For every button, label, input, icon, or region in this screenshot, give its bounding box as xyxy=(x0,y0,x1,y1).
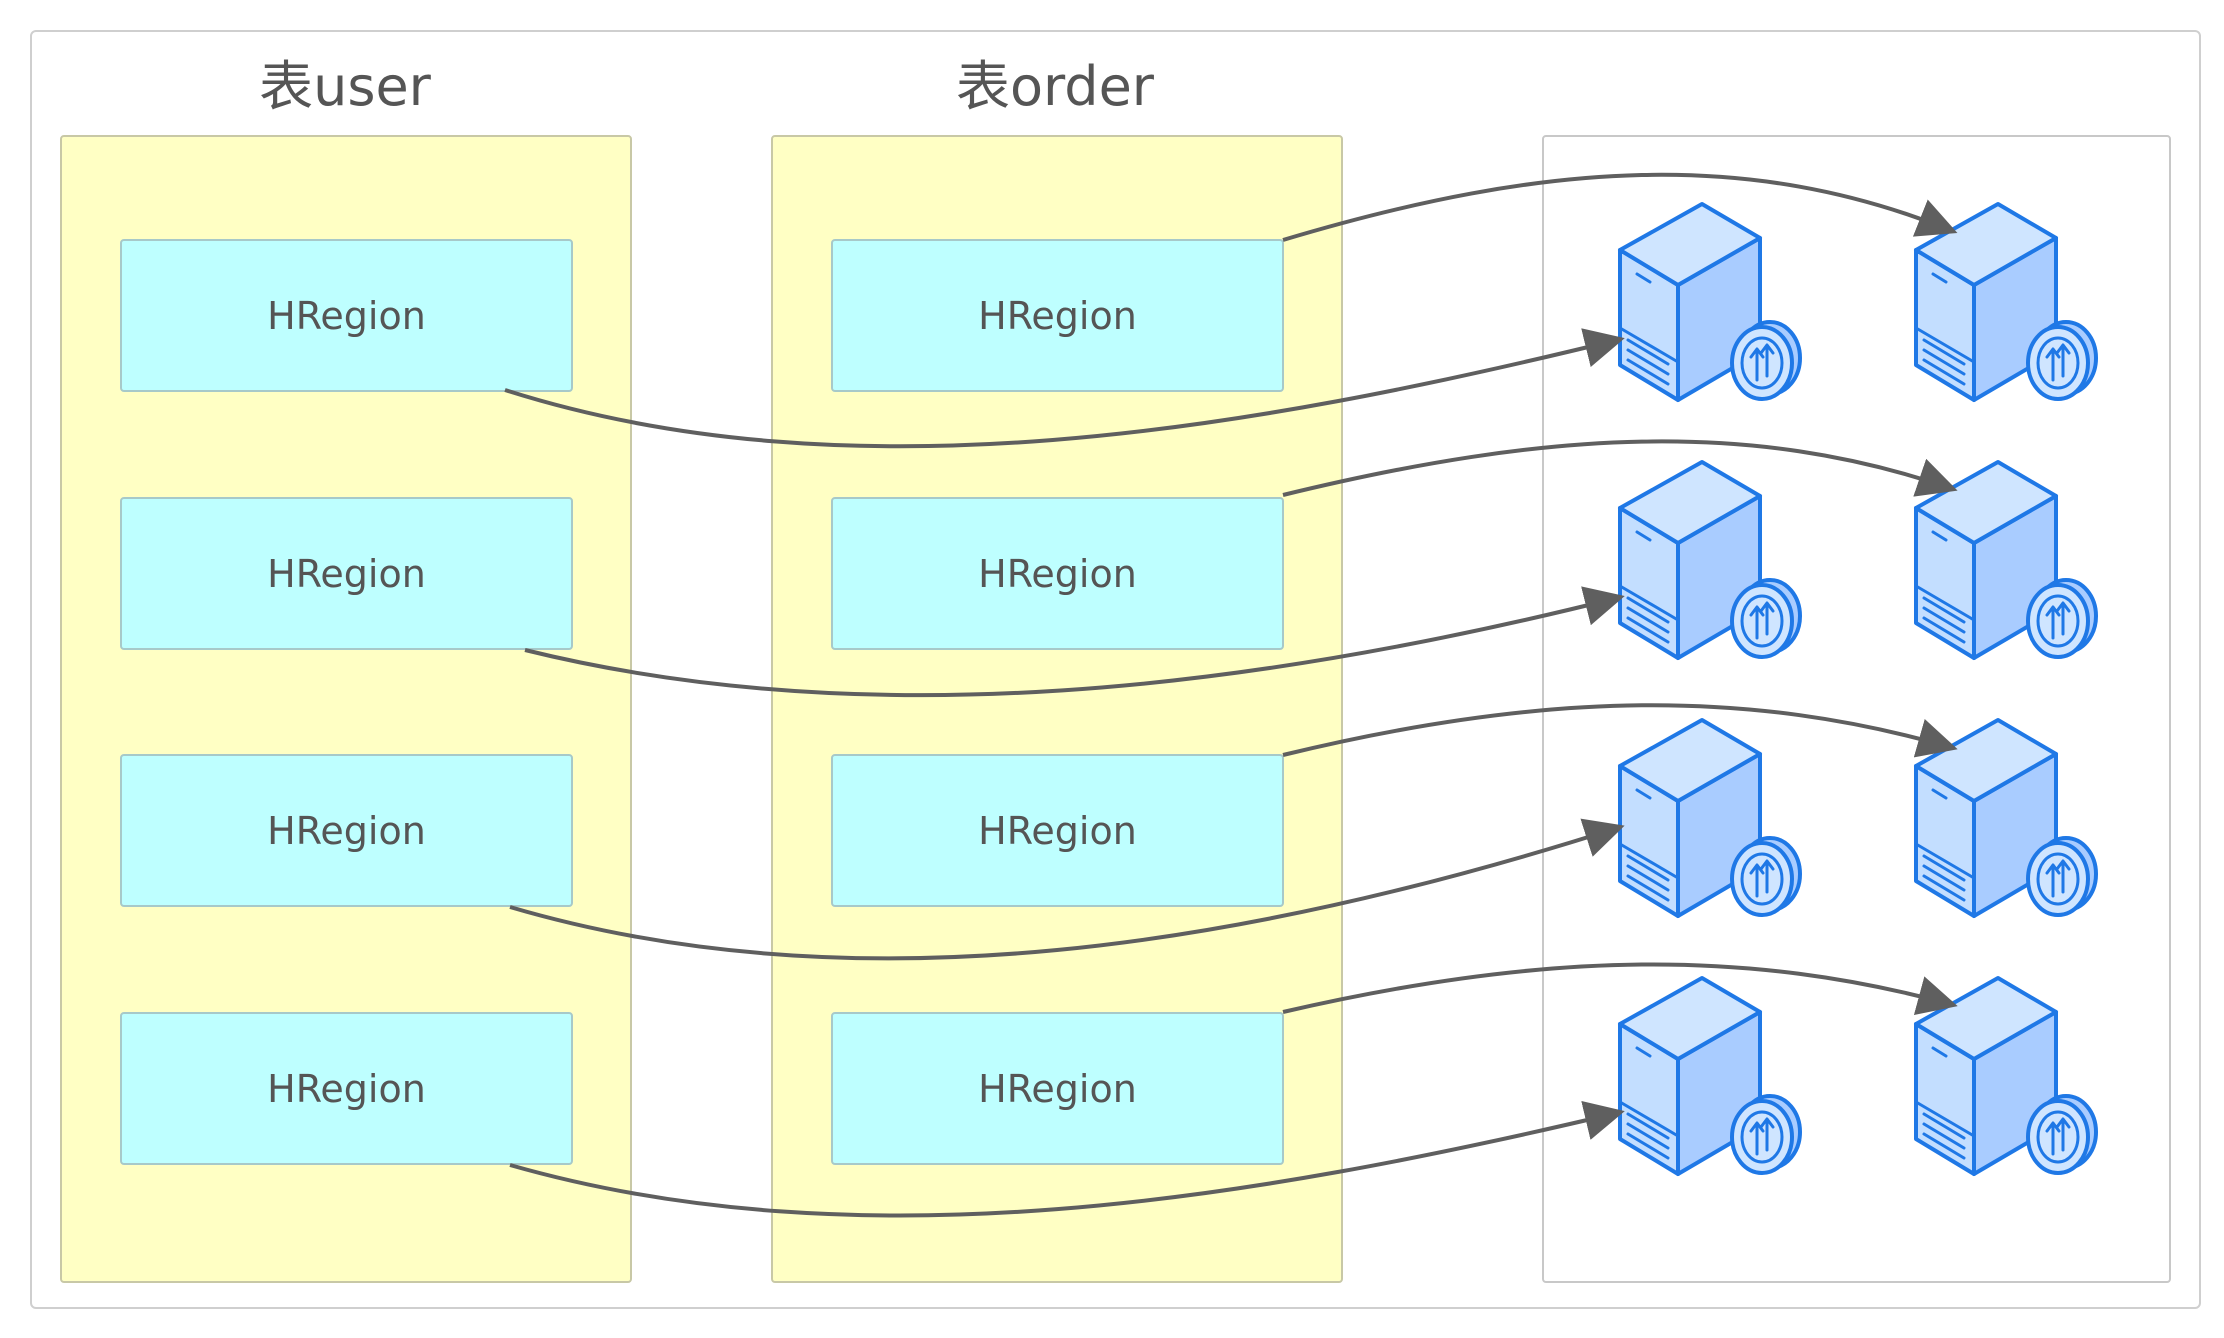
region-order-3: HRegion xyxy=(831,754,1284,907)
region-order-4: HRegion xyxy=(831,1012,1284,1165)
table-title-order: 表order xyxy=(956,55,1154,118)
connector-order-4 xyxy=(1282,962,1958,1015)
region-user-4: HRegion xyxy=(120,1012,573,1165)
connector-user-3 xyxy=(509,818,1625,961)
region-user-2: HRegion xyxy=(120,497,573,650)
connector-user-2 xyxy=(524,586,1625,698)
region-user-3: HRegion xyxy=(120,754,573,907)
connector-user-4 xyxy=(509,1100,1625,1218)
table-title-user: 表user xyxy=(259,55,431,118)
connector-order-3 xyxy=(1282,703,1958,758)
region-order-2: HRegion xyxy=(831,497,1284,650)
region-order-1: HRegion xyxy=(831,239,1284,392)
connector-order-2 xyxy=(1282,439,1958,497)
connector-user-1 xyxy=(504,328,1625,449)
connector-order-1 xyxy=(1282,172,1958,242)
region-user-1: HRegion xyxy=(120,239,573,392)
